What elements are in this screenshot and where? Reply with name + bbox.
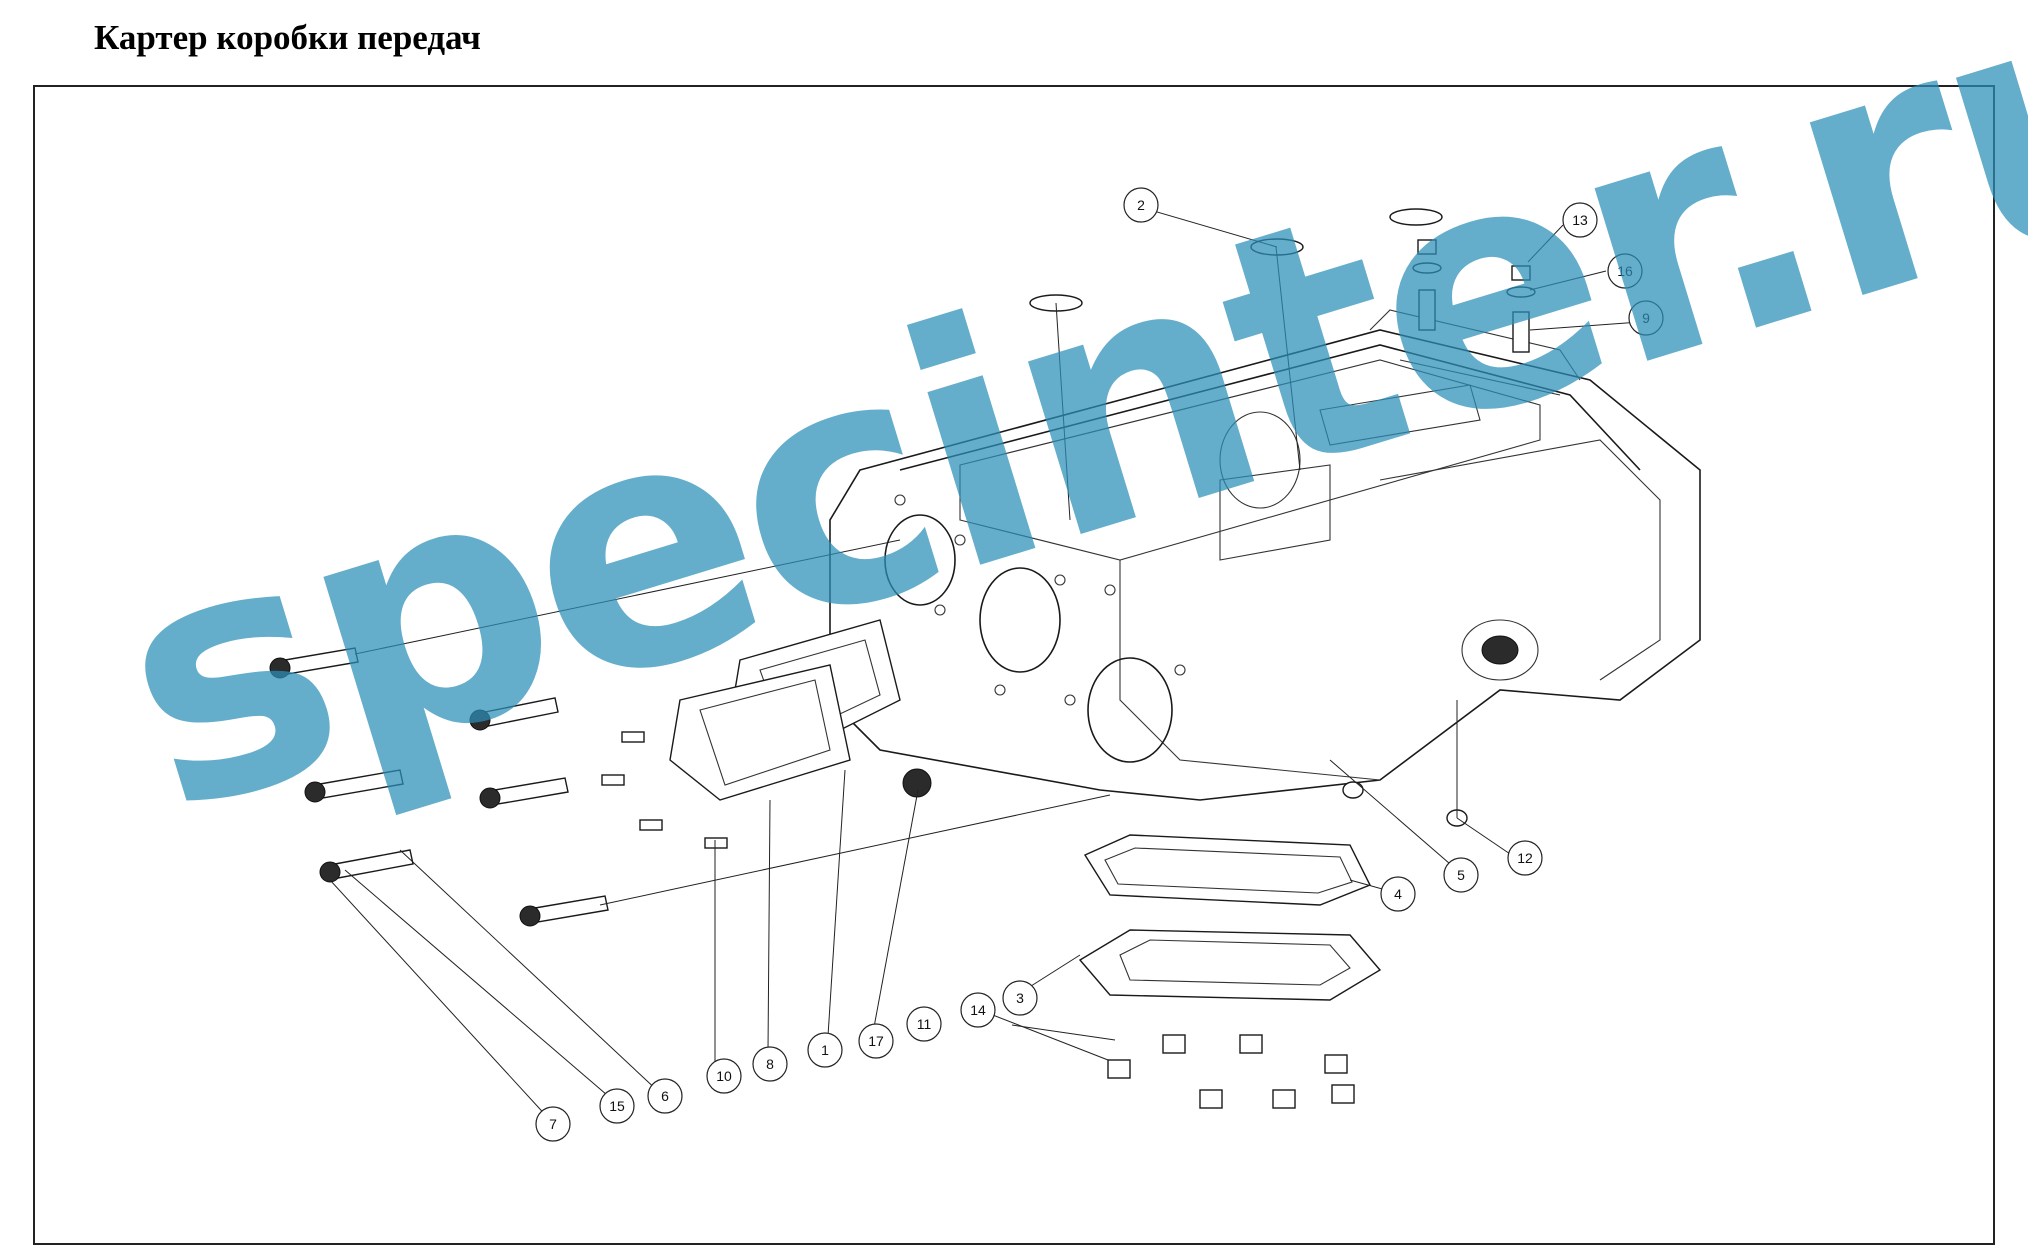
diagram-frame [33, 85, 1995, 1245]
callout-8: 8 [752, 1046, 788, 1082]
side-covers [669, 619, 901, 801]
bottom-bolts [1107, 1034, 1355, 1109]
drain-plug-5 [1342, 781, 1364, 799]
callout-2: 2 [1123, 187, 1159, 223]
svg-text:10: 10 [716, 1068, 732, 1084]
gearbox-housing [829, 309, 1701, 801]
top-plugs [1029, 208, 1443, 312]
svg-text:1: 1 [821, 1042, 829, 1058]
svg-text:12: 12 [1517, 850, 1533, 866]
callout-14: 14 [960, 992, 996, 1028]
svg-text:2: 2 [1137, 197, 1145, 213]
top-fasteners [1412, 239, 1536, 353]
callout-10: 10 [706, 1058, 742, 1094]
page-title: Картер коробки передач [94, 18, 481, 57]
callout-5: 5 [1443, 857, 1479, 893]
leader-lines [329, 206, 1641, 1121]
svg-text:16: 16 [1617, 263, 1633, 279]
svg-text:17: 17 [868, 1033, 884, 1049]
svg-text:9: 9 [1642, 310, 1650, 326]
small-screws [601, 731, 728, 849]
callout-7: 7 [535, 1106, 571, 1142]
callout-3: 3 [1002, 980, 1038, 1016]
svg-text:5: 5 [1457, 867, 1465, 883]
svg-text:4: 4 [1394, 886, 1402, 902]
callout-4: 4 [1380, 876, 1416, 912]
svg-text:3: 3 [1016, 990, 1024, 1006]
callout-13: 13 [1562, 202, 1598, 238]
svg-text:8: 8 [766, 1056, 774, 1072]
svg-text:14: 14 [970, 1002, 986, 1018]
svg-text:13: 13 [1572, 212, 1588, 228]
callout-16: 16 [1607, 253, 1643, 289]
svg-text:7: 7 [549, 1116, 557, 1132]
svg-text:11: 11 [917, 1016, 932, 1032]
callout-6: 6 [647, 1078, 683, 1114]
callout-15: 15 [599, 1088, 635, 1124]
callout-1: 1 [807, 1032, 843, 1068]
callout-17: 17 [858, 1023, 894, 1059]
svg-text:6: 6 [661, 1088, 669, 1104]
left-bolts [269, 647, 609, 927]
callout-11: 11 [906, 1006, 942, 1042]
bottom-parts [1078, 834, 1382, 1001]
callout-9: 9 [1628, 300, 1664, 336]
callout-12: 12 [1507, 840, 1543, 876]
svg-text:15: 15 [609, 1098, 625, 1114]
